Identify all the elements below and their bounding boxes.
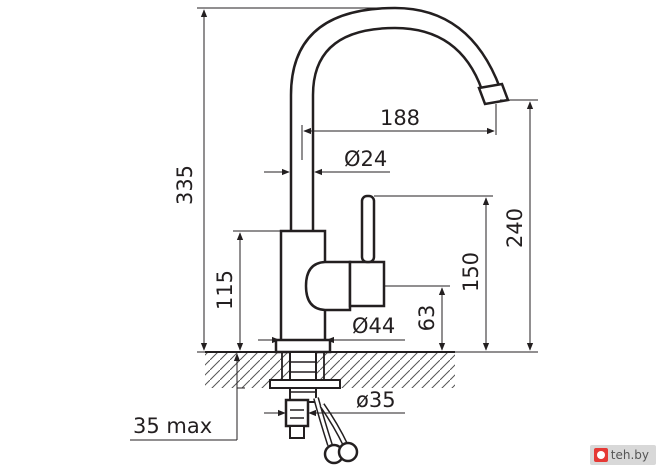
- dim-spout-height: 240: [503, 208, 527, 248]
- dim-body-height: 115: [213, 270, 237, 310]
- dim-body-diameter: Ø44: [352, 314, 395, 338]
- mounting-hardware: [269, 351, 359, 465]
- dim-handle-base-height: 63: [415, 305, 439, 332]
- dim-tube-diameter: Ø24: [344, 147, 387, 171]
- dimension-lines: [130, 7, 538, 441]
- watermark-text: teh.by: [610, 448, 649, 462]
- watermark-logo-icon: [593, 448, 608, 462]
- dim-handle-height: 150: [459, 252, 483, 292]
- dim-thread-diameter: ø35: [356, 388, 396, 412]
- faucet-outline: [274, 6, 510, 354]
- dim-spout-reach: 188: [380, 106, 420, 130]
- dim-overall-height: 335: [173, 165, 197, 205]
- dim-max-counter-thickness: 35 max: [133, 414, 212, 438]
- watermark: teh.by: [589, 445, 656, 465]
